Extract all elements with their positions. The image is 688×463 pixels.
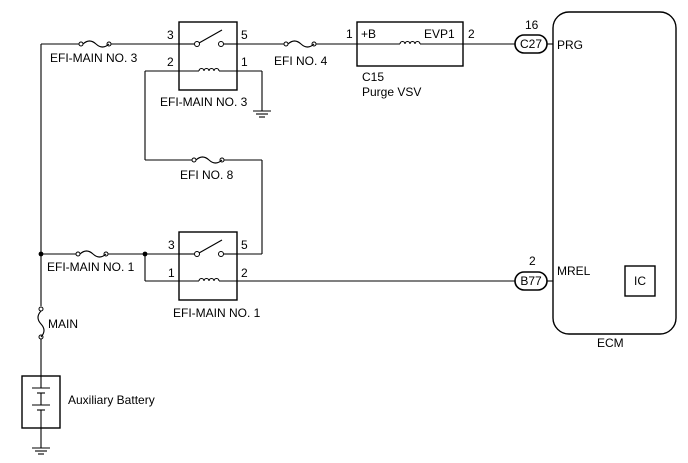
connector-b77-id: B77 <box>520 274 542 288</box>
ecm-ic-label: IC <box>634 274 646 288</box>
ecm-box: ECM PRG MREL IC <box>552 11 677 350</box>
fuse-efi-no8-label: EFI NO. 8 <box>180 168 234 182</box>
relay3-pin3: 3 <box>167 28 174 42</box>
relay3-pin2: 2 <box>167 55 174 69</box>
ecm-signal-mrel: MREL <box>557 264 591 278</box>
connector-b77: B77 2 <box>514 254 548 291</box>
relay1-pin2: 2 <box>241 266 248 280</box>
ecm-label: ECM <box>597 336 624 350</box>
junction-dot <box>142 251 148 257</box>
battery-label: Auxiliary Battery <box>68 393 155 407</box>
vsv-pin-1: 1 <box>346 27 353 41</box>
relay3-pin5: 5 <box>241 28 248 42</box>
relay-efi-main-no3: 3 5 2 1 EFI-MAIN NO. 3 <box>160 21 248 109</box>
vsv-terminal-b: +B <box>361 27 376 41</box>
fuse-efi-no8: EFI NO. 8 <box>180 156 234 182</box>
connector-c27-id: C27 <box>520 37 542 51</box>
vsv-pin-2: 2 <box>468 27 475 41</box>
relay1-pin5: 5 <box>241 238 248 252</box>
relay3-pin1: 1 <box>241 55 248 69</box>
fuse-efi-main-no1-label: EFI-MAIN NO. 1 <box>47 260 135 274</box>
auxiliary-battery: Auxiliary Battery <box>21 375 155 429</box>
fuse-efi-no4: EFI NO. 4 <box>274 40 328 68</box>
relay1-label: EFI-MAIN NO. 1 <box>173 306 261 320</box>
ground-icon <box>32 447 50 455</box>
vsv-name-label: Purge VSV <box>362 85 421 99</box>
relay3-label: EFI-MAIN NO. 3 <box>160 95 248 109</box>
ground-icon <box>253 110 271 118</box>
fuse-efi-main-no3: EFI-MAIN NO. 3 <box>50 40 138 65</box>
purge-vsv: +B EVP1 1 2 C15 Purge VSV <box>346 21 475 99</box>
fuse-efi-main-no3-label: EFI-MAIN NO. 3 <box>50 51 138 65</box>
fuse-main: MAIN <box>37 306 78 340</box>
relay1-pin1: 1 <box>168 266 175 280</box>
relay-efi-main-no1: 3 5 1 2 EFI-MAIN NO. 1 <box>168 231 261 320</box>
connector-b77-pin: 2 <box>529 254 536 268</box>
relay1-pin3: 3 <box>168 238 175 252</box>
vsv-connector-label: C15 <box>362 70 384 84</box>
connector-c27: C27 16 <box>514 18 548 54</box>
vsv-terminal-evp1: EVP1 <box>424 27 455 41</box>
junction-dot <box>38 251 44 257</box>
wires <box>40 43 625 448</box>
fuse-main-label: MAIN <box>48 317 78 331</box>
fuse-efi-main-no1: EFI-MAIN NO. 1 <box>47 250 135 274</box>
connector-c27-pin: 16 <box>525 18 539 32</box>
fuse-efi-no4-label: EFI NO. 4 <box>274 54 328 68</box>
ecm-signal-prg: PRG <box>557 38 583 52</box>
